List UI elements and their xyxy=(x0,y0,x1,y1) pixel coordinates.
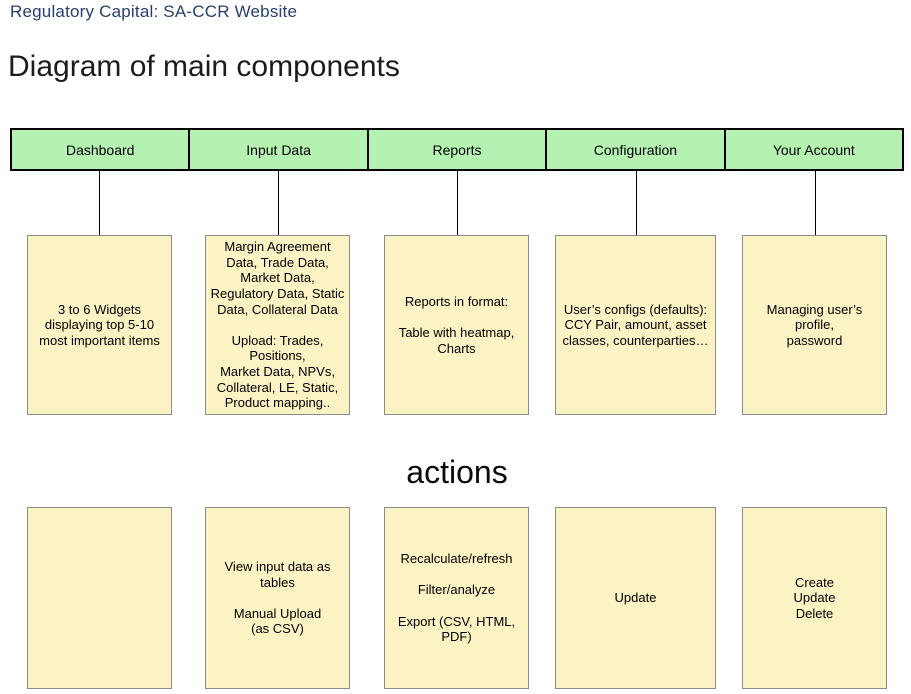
page-title[interactable]: Regulatory Capital: SA-CCR Website xyxy=(10,2,298,21)
component-box-text: Managing user’s profile, password xyxy=(766,301,863,348)
header-cell-reports: Reports xyxy=(366,130,546,169)
actions-heading: actions xyxy=(406,454,508,490)
actions-box-dashboard xyxy=(27,507,172,689)
component-box-your-account: Managing user’s profile, password xyxy=(742,235,887,415)
header-cell-your-account: Your Account xyxy=(723,130,903,169)
connector-line-dashboard xyxy=(99,171,100,235)
connector-line-configuration xyxy=(636,171,637,235)
nav-header-row: Dashboard Input Data Reports Configurati… xyxy=(10,128,904,171)
actions-box-text: Create Update Delete xyxy=(793,574,836,621)
main-heading: Diagram of main components xyxy=(8,50,400,83)
actions-box-text: Recalculate/refresh Filter/analyze Expor… xyxy=(397,551,516,645)
header-cell-configuration: Configuration xyxy=(545,130,724,169)
actions-box-text: View input data as tables Manual Upload … xyxy=(224,559,331,637)
actions-box-text: Update xyxy=(614,590,657,606)
component-box-input-data: Margin Agreement Data, Trade Data, Marke… xyxy=(205,235,350,415)
header-cell-input-data: Input Data xyxy=(188,130,367,169)
actions-box-input-data: View input data as tables Manual Upload … xyxy=(205,507,350,689)
connector-line-reports xyxy=(457,171,458,235)
component-box-dashboard: 3 to 6 Widgets displaying top 5-10 most … xyxy=(27,235,172,415)
component-box-text: Reports in format: Table with heatmap, C… xyxy=(398,293,515,356)
component-box-text: Margin Agreement Data, Trade Data, Marke… xyxy=(210,239,345,411)
header-cell-dashboard: Dashboard xyxy=(12,130,189,169)
component-box-reports: Reports in format: Table with heatmap, C… xyxy=(384,235,529,415)
connector-line-your-account xyxy=(815,171,816,235)
component-box-configuration: User’s configs (defaults): CCY Pair, amo… xyxy=(555,235,716,415)
actions-box-reports: Recalculate/refresh Filter/analyze Expor… xyxy=(384,507,529,689)
actions-box-your-account: Create Update Delete xyxy=(742,507,887,689)
connector-line-input-data xyxy=(278,171,279,235)
component-box-text: 3 to 6 Widgets displaying top 5-10 most … xyxy=(39,301,160,348)
component-box-text: User’s configs (defaults): CCY Pair, amo… xyxy=(562,301,709,348)
actions-box-configuration: Update xyxy=(555,507,716,689)
